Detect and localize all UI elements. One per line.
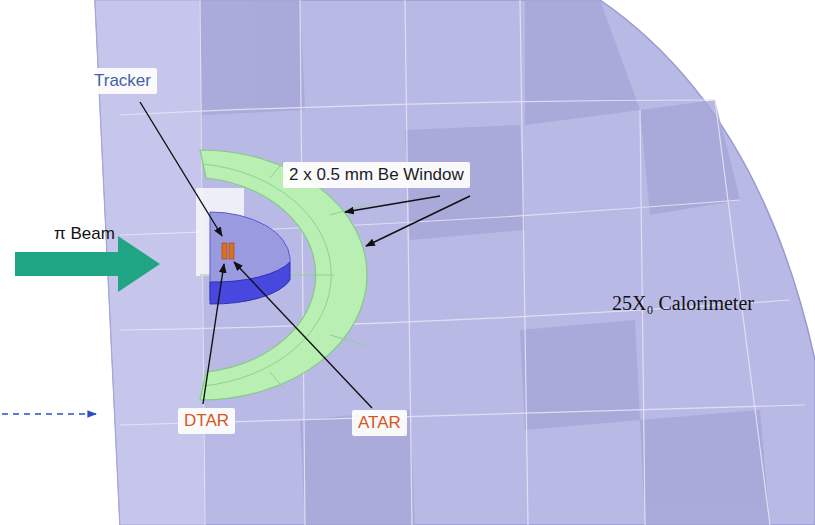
calorimeter-cells	[200, 0, 770, 525]
dtar-target	[222, 243, 227, 259]
part-label: 25X₀ Calorimeter	[612, 292, 754, 315]
be-window-grid	[200, 160, 365, 390]
calorimeter-grid	[120, 0, 805, 525]
part-label: ATAR	[352, 410, 407, 436]
dashed-arrow	[2, 413, 96, 415]
part-label: Tracker	[88, 68, 157, 94]
part-label: DTAR	[178, 408, 235, 434]
beam-arrow	[15, 236, 160, 292]
tracker-band	[210, 262, 290, 304]
part-label: 2 x 0.5 mm Be Window	[283, 162, 470, 188]
beam-label: π Beam	[54, 224, 115, 244]
calorimeter-body	[95, 0, 815, 525]
leader-lines	[140, 102, 470, 408]
atar-target	[229, 243, 234, 259]
